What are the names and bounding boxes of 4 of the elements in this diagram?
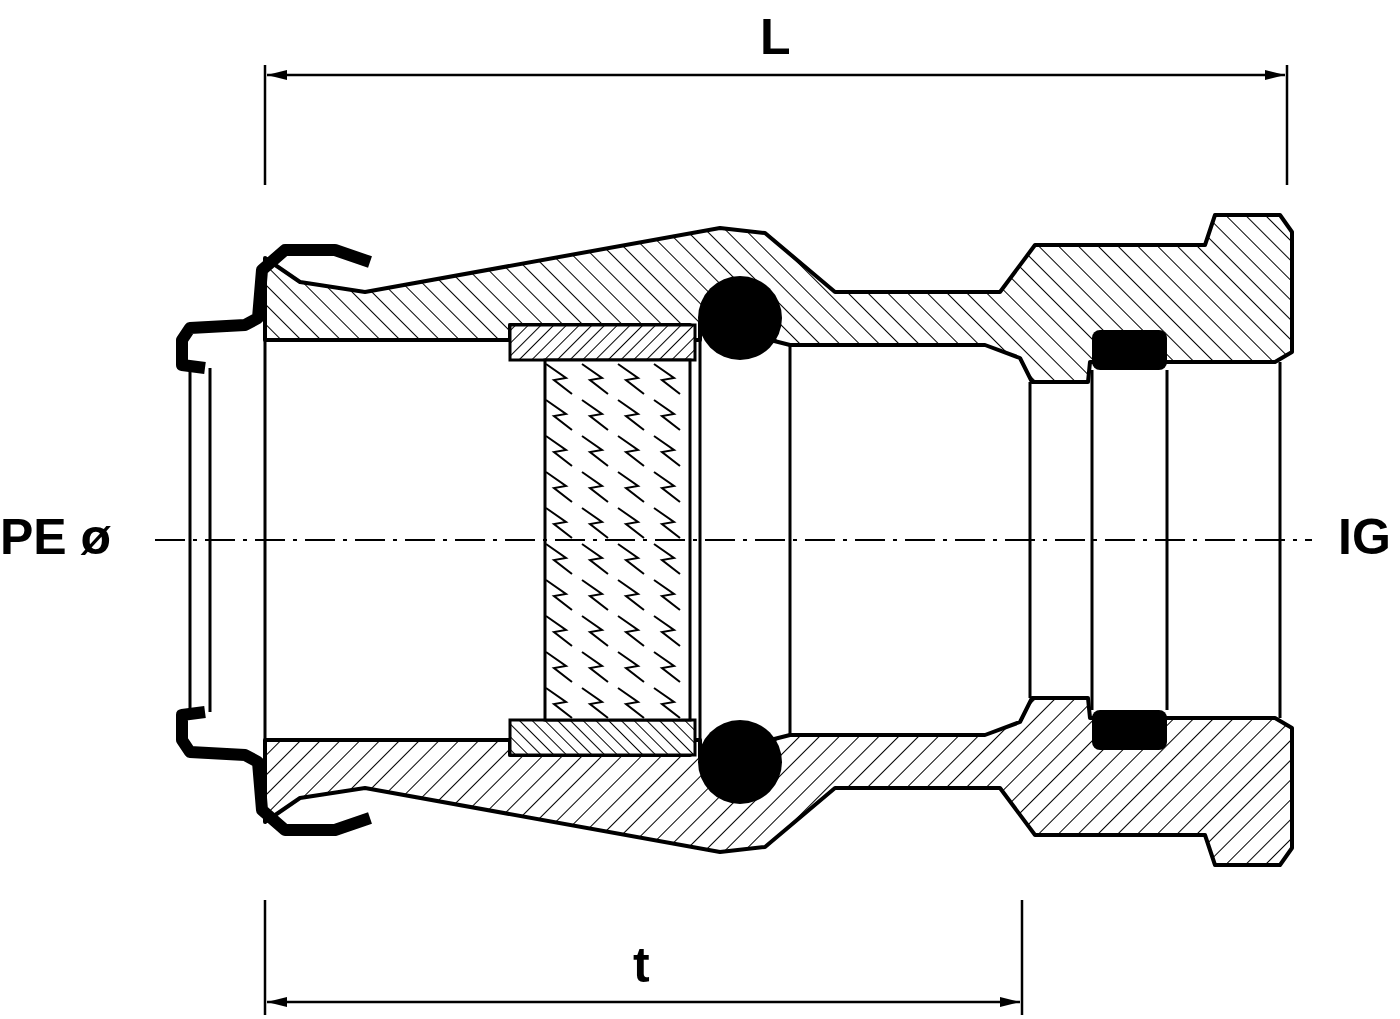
dimension-label: L [760, 12, 791, 62]
side-label: IG [1338, 512, 1391, 562]
side-label: PE ø [0, 512, 112, 562]
dimension-label: t [633, 940, 650, 990]
